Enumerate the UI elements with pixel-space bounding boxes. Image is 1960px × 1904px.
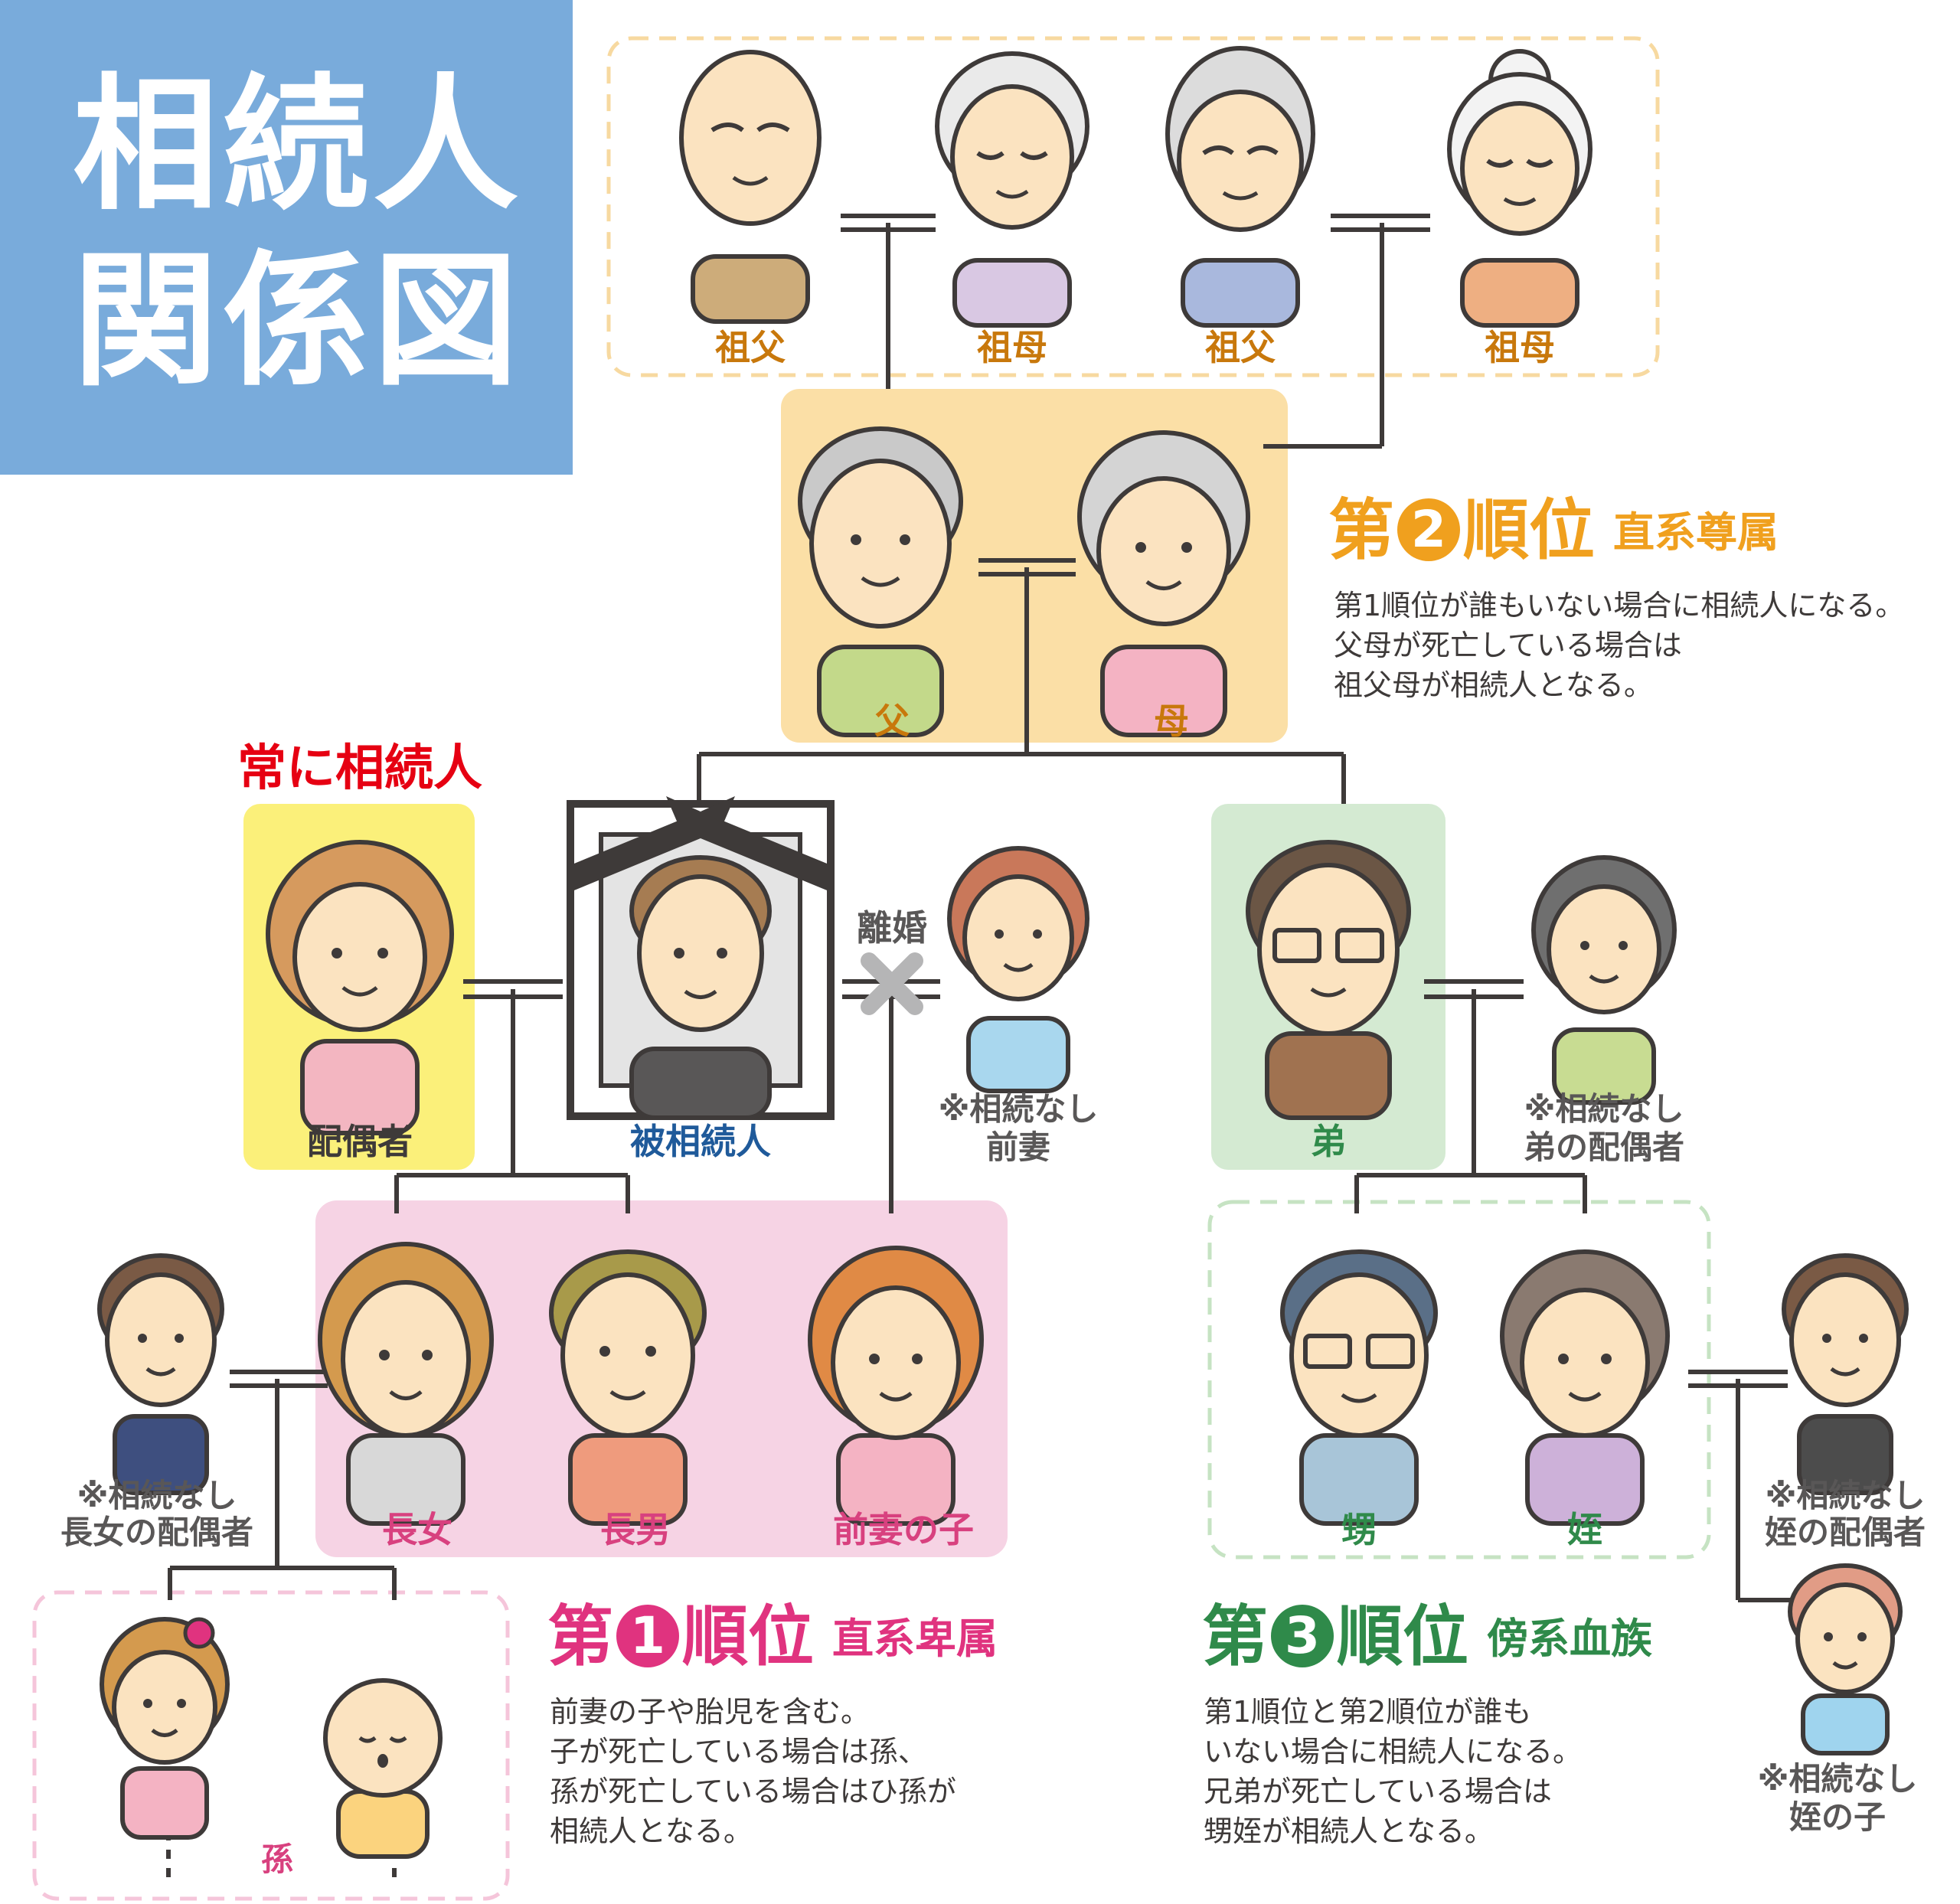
rank1-desc-line: 相続人となる。: [550, 1814, 753, 1848]
paternal-grandmother-figure: [935, 51, 1089, 328]
rank1-desc-line: 子が死亡している場合は孫、: [550, 1735, 927, 1768]
rank2-category: 直系尊属: [1613, 508, 1779, 557]
former-wife-figure: [947, 846, 1089, 1093]
label-father: 父: [874, 701, 910, 742]
rank2-description: 第1順位が誰もいない場合に相続人になる。 父母が死亡している場合は 祖父母が相続…: [1334, 586, 1904, 705]
title-box: 相続人 関係図: [0, 0, 573, 475]
label-niece-child-note: ※相続なし: [1757, 1760, 1918, 1798]
rank1-desc-line: 孫が死亡している場合はひ孫が: [550, 1775, 956, 1808]
rank3-desc-line: 兄弟が死亡している場合は: [1204, 1775, 1552, 1808]
paternal-grandfather-figure: [679, 50, 822, 324]
label-mother: 母: [1154, 701, 1189, 742]
title-line-1: 相続人: [73, 60, 524, 230]
label-eldest-son: 長男: [600, 1509, 671, 1550]
eldest-daughter-spouse-figure: [97, 1253, 224, 1495]
rank3-description: 第1順位と第2順位が誰も いない場合に相続人になる。 兄弟が死亡している場合は …: [1204, 1692, 1582, 1851]
brother-spouse-figure: [1531, 855, 1677, 1105]
label-grandchild: 孫: [260, 1840, 294, 1878]
rank3-prefix: 第: [1202, 1599, 1268, 1675]
label-brother-spouse-note: ※相続なし: [1524, 1090, 1684, 1128]
rank3-category: 傍系血族: [1487, 1615, 1652, 1663]
niece-spouse-figure: [1782, 1253, 1909, 1495]
rank1-desc-line: 前妻の子や胎児を含む。: [550, 1695, 871, 1729]
niece-figure: [1500, 1249, 1670, 1526]
eldest-daughter-figure: [318, 1242, 494, 1526]
label-deceased: 被相続人: [630, 1121, 771, 1162]
rank3-desc-line: いない場合に相続人になる。: [1204, 1735, 1583, 1768]
label-eldest-daughter-spouse: 長女の配偶者: [60, 1514, 254, 1551]
spouse-figure: [266, 840, 454, 1135]
rank2-suffix: 順位: [1463, 492, 1595, 569]
rank1-number-badge: 1: [616, 1605, 679, 1667]
mother-figure: [1077, 430, 1250, 737]
brother-figure: [1246, 840, 1411, 1120]
label-niece-spouse: 姪の配偶者: [1764, 1514, 1926, 1551]
rank3-suffix: 順位: [1337, 1599, 1468, 1675]
always-heir-label: 常に相続人: [237, 740, 482, 797]
grandchild-baby-figure: [323, 1678, 443, 1859]
rank3-desc-line: 第1順位と第2順位が誰も: [1204, 1695, 1532, 1729]
label-brother: 弟: [1311, 1121, 1346, 1162]
divorce-cross-icon: [861, 952, 923, 1015]
rank1-suffix: 順位: [682, 1599, 814, 1675]
rank1-description: 前妻の子や胎児を含む。 子が死亡している場合は孫、 孫が死亡している場合はひ孫が…: [550, 1692, 956, 1851]
maternal-grandmother-figure: [1447, 49, 1592, 328]
rank2-desc-line: 父母が死亡している場合は: [1334, 629, 1682, 662]
title-line-2: 関係図: [73, 237, 524, 406]
rank2-desc-line: 祖父母が相続人となる。: [1334, 668, 1653, 702]
grandparents-group-frame: [606, 36, 1660, 377]
rank1-category: 直系卑属: [832, 1615, 998, 1663]
rank2-prefix: 第: [1328, 492, 1394, 569]
label-former-wife-note: ※相続なし: [938, 1090, 1099, 1128]
nephew-niece-frame: [1207, 1200, 1711, 1559]
rank1-prefix: 第: [547, 1599, 613, 1675]
rank2-number-badge: 2: [1397, 498, 1460, 561]
label-former-wife: 前妻: [985, 1128, 1051, 1166]
father-figure: [798, 426, 963, 737]
label-eldest-daughter-spouse-note: ※相続なし: [77, 1477, 237, 1514]
label-niece-child: 姪の子: [1788, 1798, 1886, 1836]
label-former-wife-child: 前妻の子: [833, 1509, 974, 1550]
deceased-figure: [629, 855, 772, 1120]
rank3-number-badge: 3: [1271, 1605, 1334, 1667]
rank3-desc-line: 甥姪が相続人となる。: [1204, 1814, 1494, 1848]
grandchild-girl-figure: [100, 1617, 230, 1840]
label-spouse: 配偶者: [307, 1121, 413, 1162]
label-grandmother-maternal: 祖母: [1485, 327, 1555, 368]
grandchild-frame: [32, 1590, 510, 1901]
label-divorce: 離婚: [857, 907, 927, 949]
label-grandfather-maternal: 祖父: [1205, 327, 1276, 368]
rank2-desc-line: 第1順位が誰もいない場合に相続人になる。: [1334, 589, 1905, 622]
label-grandmother-paternal: 祖母: [977, 327, 1047, 368]
label-brother-spouse: 弟の配偶者: [1523, 1128, 1685, 1166]
maternal-grandfather-figure: [1165, 46, 1315, 328]
former-wife-child-figure: [808, 1246, 984, 1526]
niece-child-figure: [1788, 1563, 1903, 1755]
label-niece: 姪: [1567, 1509, 1602, 1550]
label-nephew: 甥: [1341, 1509, 1377, 1550]
eldest-son-figure: [549, 1249, 707, 1526]
label-niece-spouse-note: ※相続なし: [1765, 1477, 1926, 1514]
nephew-figure: [1280, 1249, 1438, 1526]
label-eldest-daughter: 長女: [382, 1509, 452, 1550]
label-grandfather-paternal: 祖父: [715, 327, 786, 368]
